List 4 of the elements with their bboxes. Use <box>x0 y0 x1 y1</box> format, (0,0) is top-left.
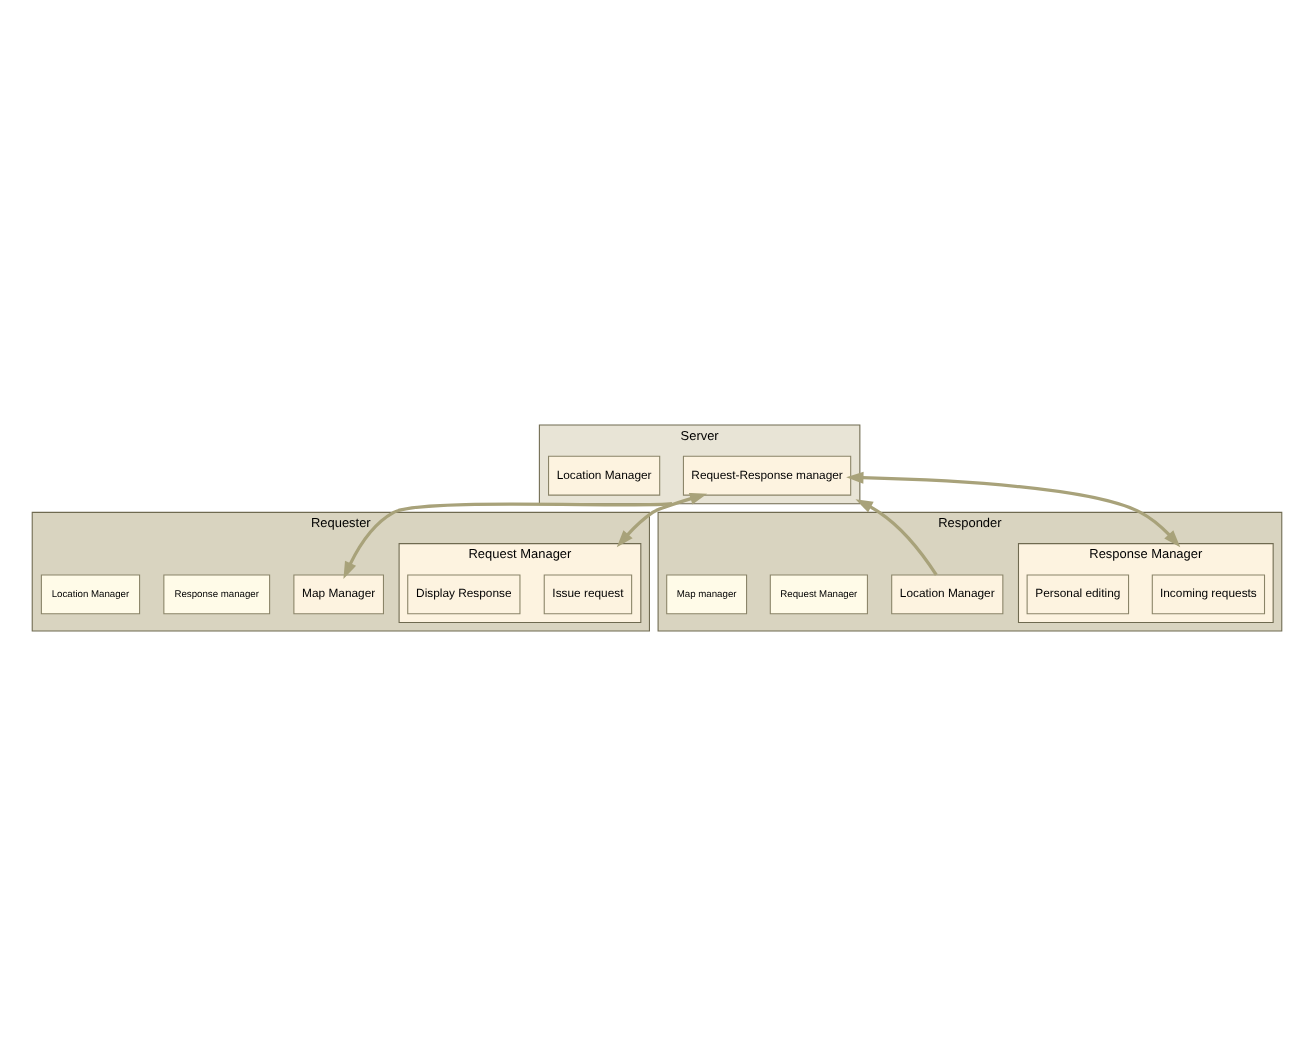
arrow <box>846 470 1181 547</box>
arrow <box>855 498 938 575</box>
arrow <box>343 501 673 579</box>
arrow <box>616 491 708 547</box>
